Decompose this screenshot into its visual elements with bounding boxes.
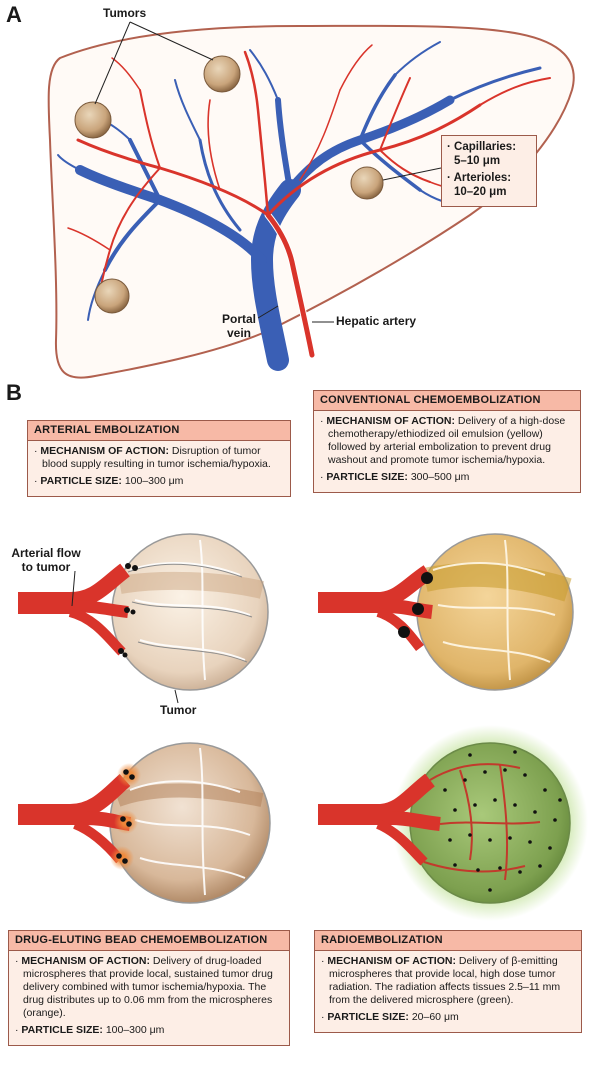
arterial-title: ARTERIAL EMBOLIZATION: [28, 421, 290, 441]
conventional-mechanism: Delivery of a high-dose chemotherapy/eth…: [328, 415, 566, 466]
capillary-size-box: · Capillaries:5–10 μm · Arterioles:10–20…: [441, 135, 537, 207]
portal-vein-label-line2: vein: [227, 326, 252, 340]
panel-a-letter: A: [6, 2, 22, 27]
hepatic-artery: [67, 44, 551, 359]
radio-microspheres: [443, 750, 562, 892]
particle-prefix: PARTICLE SIZE:: [40, 475, 122, 487]
arterioles-label: Arterioles:: [453, 172, 512, 184]
hepatic-artery-label: Hepatic artery: [336, 314, 417, 328]
particle-prefix: PARTICLE SIZE:: [326, 471, 408, 483]
mechanism-prefix: MECHANISM OF ACTION:: [21, 955, 150, 967]
arterial-particle: 100–300 μm: [124, 475, 184, 487]
tumor-2: [203, 55, 241, 93]
box-arterial-embolization: ARTERIAL EMBOLIZATION · MECHANISM OF ACT…: [27, 420, 291, 497]
particle-prefix: PARTICLE SIZE:: [327, 1011, 409, 1023]
tumor-leaders: [94, 21, 214, 105]
radio-mechanism: Delivery of β-emitting microspheres that…: [329, 955, 561, 1006]
mechanism-prefix: MECHANISM OF ACTION:: [40, 445, 169, 457]
conventional-title: CONVENTIONAL CHEMOEMBOLIZATION: [314, 391, 580, 411]
tumor-label: Tumor: [160, 703, 197, 717]
box-drug-eluting-bead: DRUG-ELUTING BEAD CHEMOEMBOLIZATION · ME…: [8, 930, 290, 1046]
portal-vein-label: Portal vein: [222, 312, 256, 340]
capillary-leader: [382, 167, 442, 181]
tumor-3: [350, 166, 384, 200]
arterial-flow-label: Arterial flow to tumor: [4, 546, 88, 574]
portal-leader: [257, 305, 279, 319]
deb-mechanism: Delivery of drug-loaded microspheres tha…: [23, 955, 273, 1019]
box-conventional-chemoembolization: CONVENTIONAL CHEMOEMBOLIZATION · MECHANI…: [313, 390, 581, 493]
tumor-radio: [318, 725, 588, 921]
arterial-flow-label-line1: Arterial flow: [11, 546, 81, 560]
portal-vein-label-line1: Portal: [222, 312, 257, 326]
mechanism-prefix: MECHANISM OF ACTION:: [327, 955, 456, 967]
tumor-4: [94, 278, 130, 314]
tumor-1: [74, 101, 112, 139]
arterial-flow-label-line2: to tumor: [21, 560, 71, 574]
orange-drug-halos: [110, 763, 141, 870]
liver-tumors: [74, 55, 384, 314]
arterioles-size: 10–20 μm: [454, 186, 507, 198]
tumors-label: Tumors: [103, 6, 147, 20]
deb-particle: 100–300 μm: [105, 1024, 165, 1036]
liver-outline: [47, 24, 575, 379]
box-radioembolization: RADIOEMBOLIZATION · MECHANISM OF ACTION:…: [314, 930, 582, 1033]
tumor-deb: [18, 742, 271, 904]
conventional-particle: 300–500 μm: [410, 471, 470, 483]
capillaries-label: Capillaries:: [454, 141, 517, 153]
particle-prefix: PARTICLE SIZE:: [21, 1024, 103, 1036]
deb-title: DRUG-ELUTING BEAD CHEMOEMBOLIZATION: [9, 931, 289, 951]
arterial-mechanism: Disruption of tumor blood supply resulti…: [42, 445, 271, 470]
radio-title: RADIOEMBOLIZATION: [315, 931, 581, 951]
mechanism-prefix: MECHANISM OF ACTION:: [326, 415, 455, 427]
tumor-arterial-embolization: [18, 533, 269, 704]
panel-b-letter: B: [6, 380, 22, 405]
capillaries-size: 5–10 μm: [454, 155, 501, 167]
radio-particle: 20–60 μm: [411, 1011, 459, 1023]
tumor-conventional: [318, 533, 574, 691]
